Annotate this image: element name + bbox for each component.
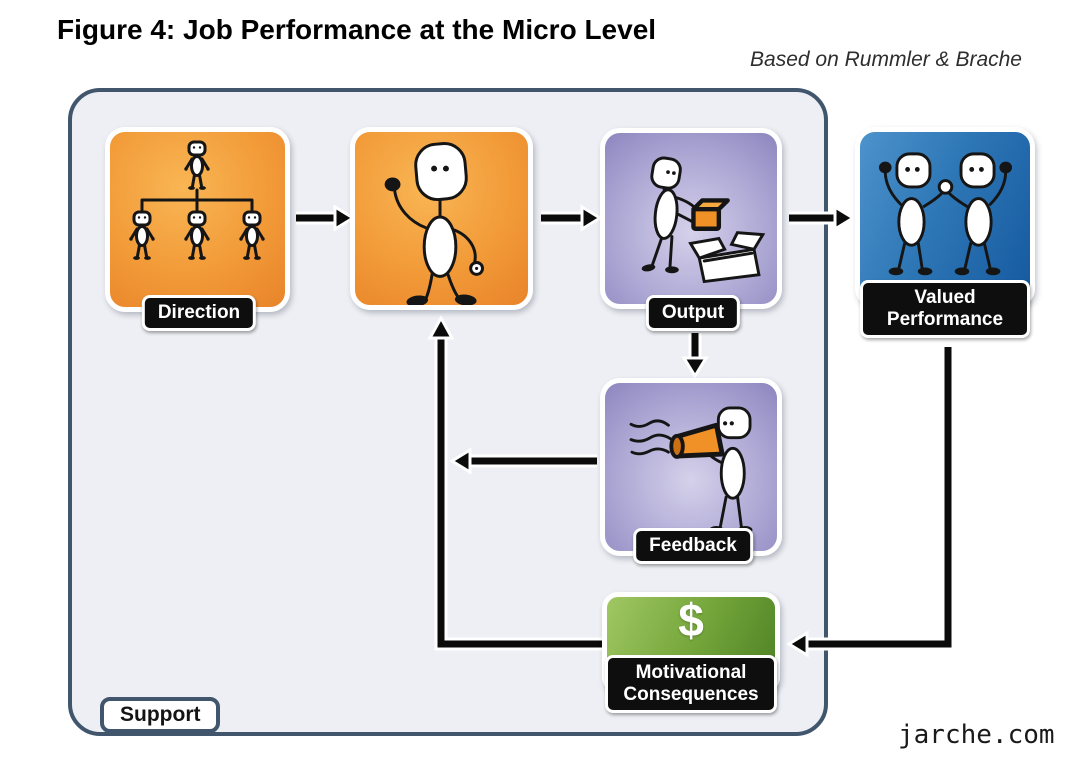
figure-attribution: Based on Rummler & Brache xyxy=(750,48,1022,71)
site-credit: jarche.com xyxy=(898,720,1055,750)
valued-performance-label: Valued Performance xyxy=(860,280,1030,338)
direction-box xyxy=(105,127,290,312)
performer-box xyxy=(350,127,533,310)
person-waving-icon xyxy=(384,142,485,305)
dollar-sign: $ xyxy=(678,594,704,646)
motivational-consequences-label: Motivational Consequences xyxy=(605,655,777,713)
person-packing-box-icon xyxy=(641,156,766,284)
output-label: Output xyxy=(645,295,741,331)
feedback-label: Feedback xyxy=(633,528,753,564)
direction-label: Direction xyxy=(141,295,257,331)
output-box xyxy=(600,128,782,309)
support-label: Support xyxy=(100,697,221,733)
person-megaphone-icon xyxy=(629,406,753,534)
figure-title: Figure 4: Job Performance at the Micro L… xyxy=(57,14,657,45)
org-chart-icon xyxy=(129,140,265,260)
valued-performance-box xyxy=(855,127,1035,308)
two-people-celebrating-icon xyxy=(878,152,1013,276)
